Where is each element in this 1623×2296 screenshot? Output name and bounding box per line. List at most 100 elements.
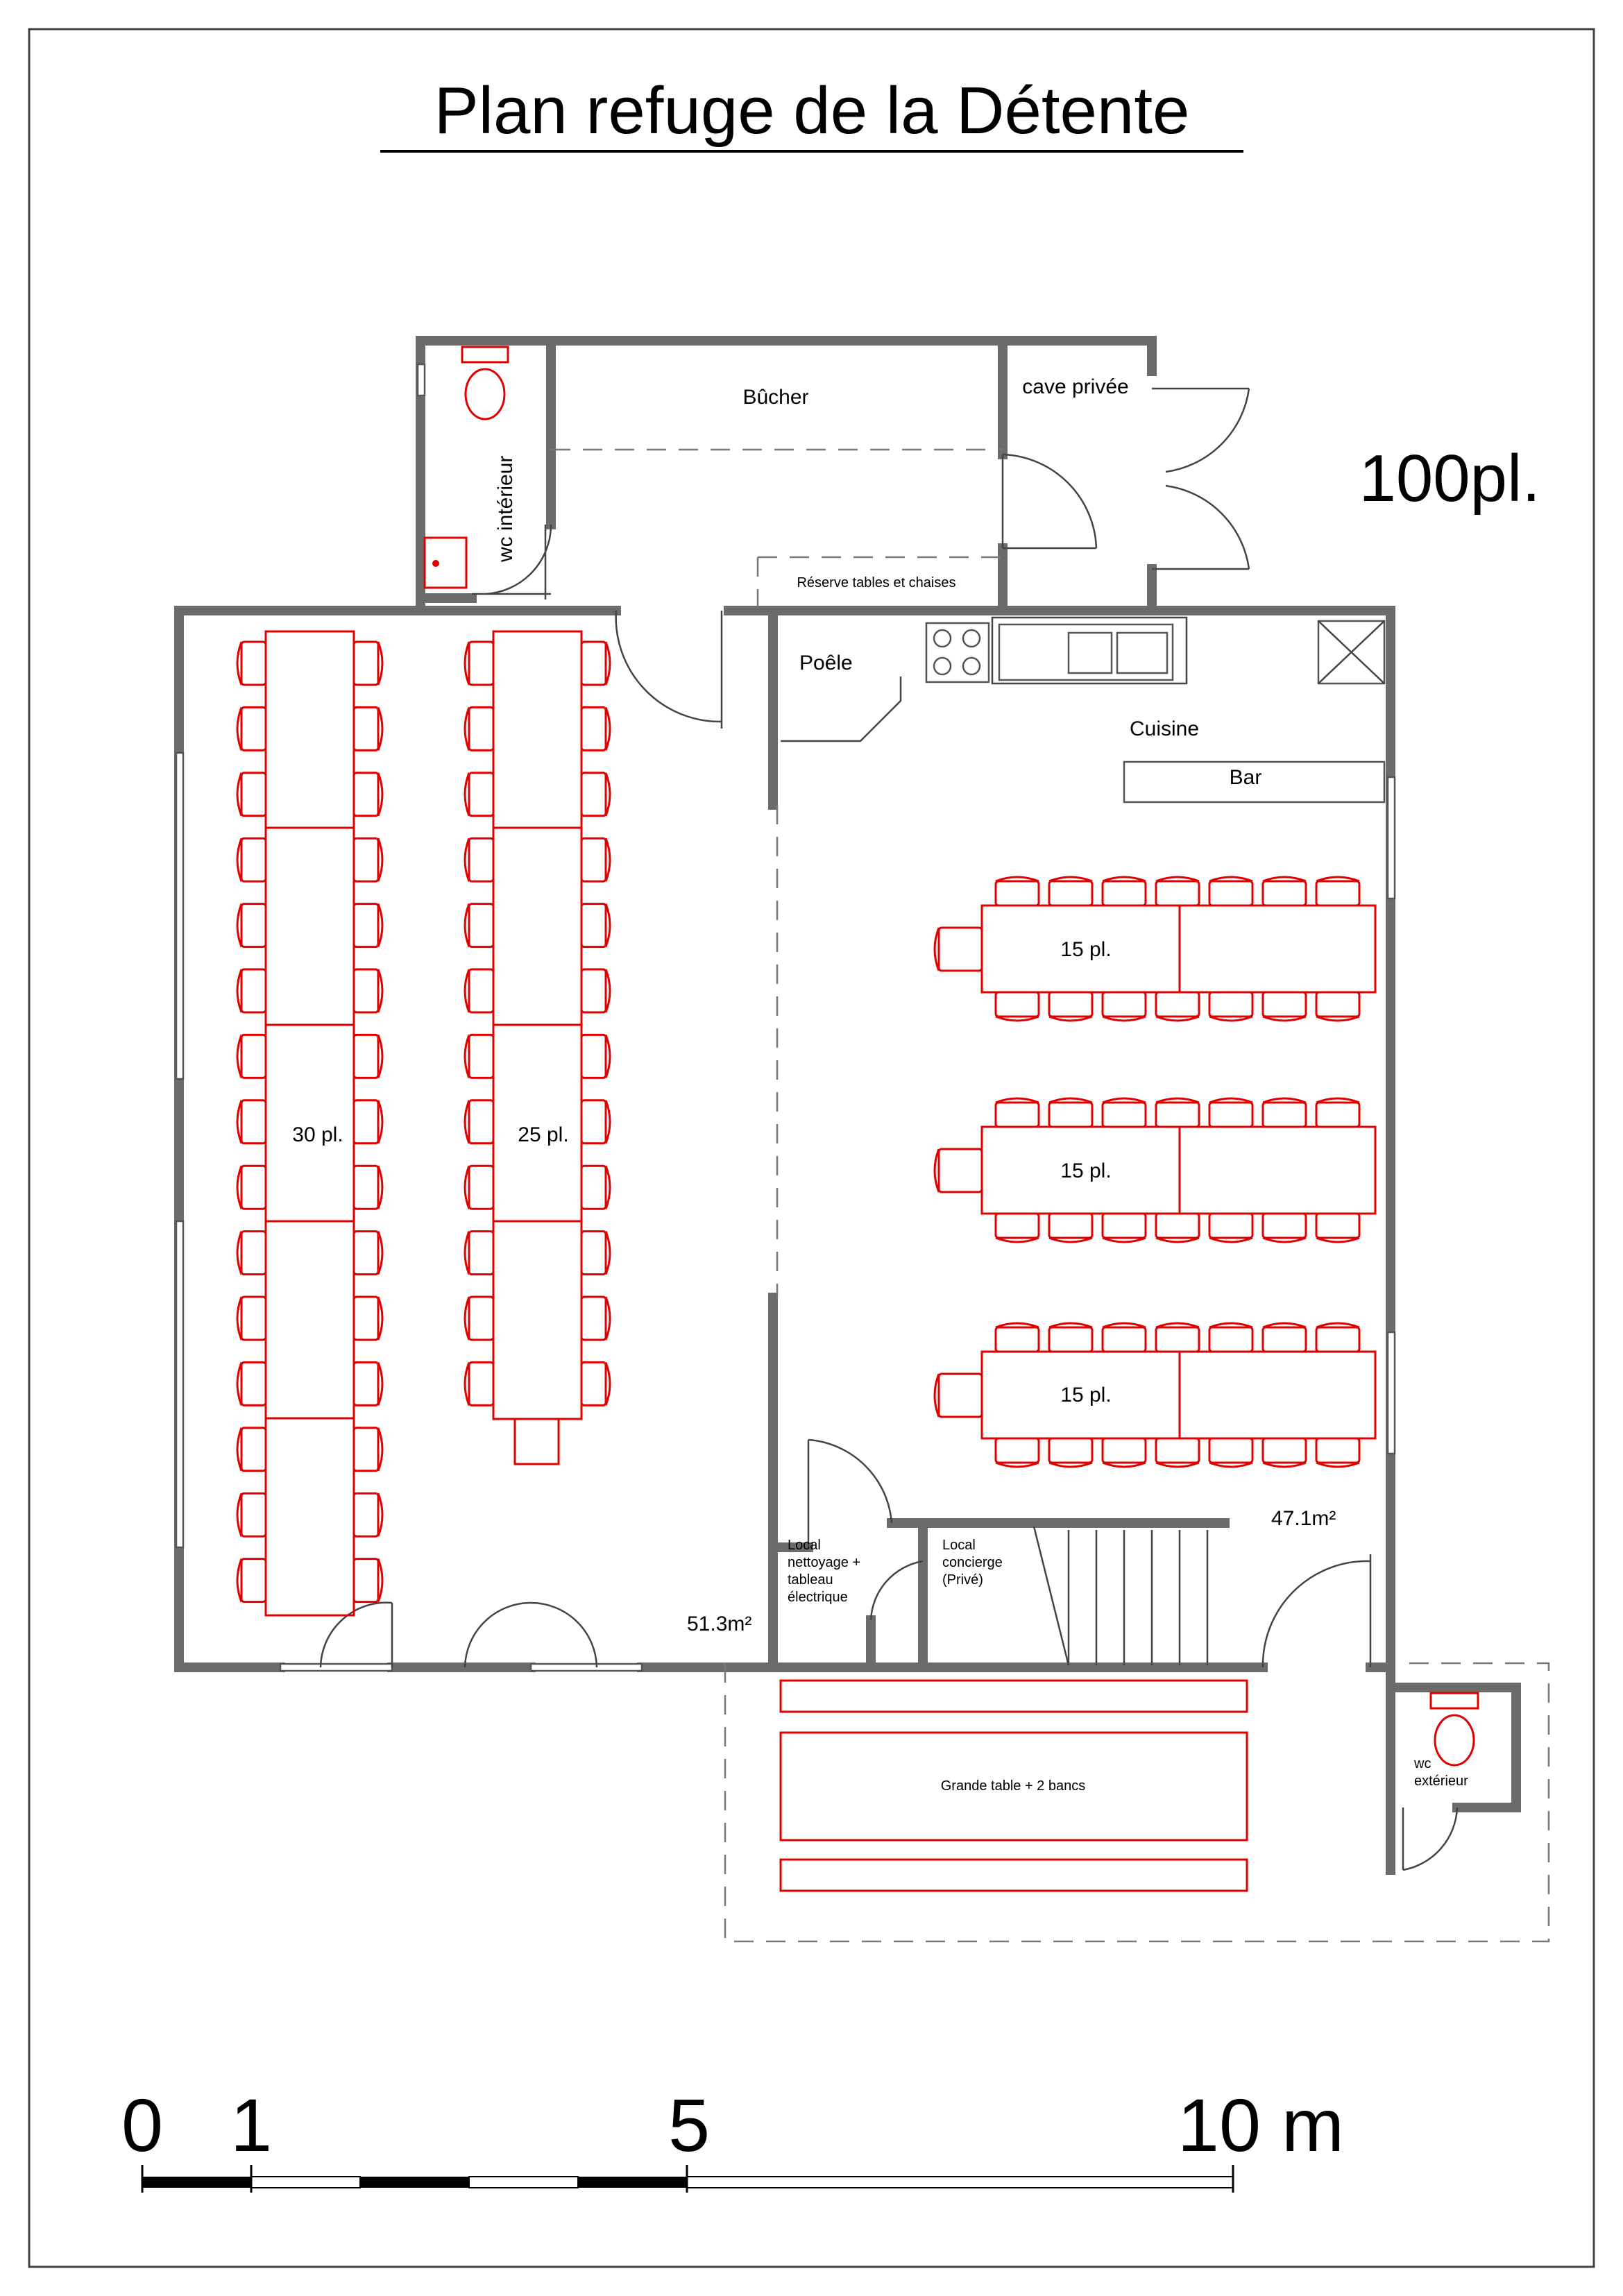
right-tables (980, 904, 1377, 1440)
scale-label-10m: 10 m (1178, 2083, 1344, 2167)
chair (236, 903, 267, 949)
label-cuisine: Cuisine (1130, 717, 1199, 740)
dashed-lines (551, 448, 1550, 1943)
chair (1261, 876, 1307, 907)
chair (352, 1295, 384, 1341)
chair (352, 1492, 384, 1538)
chair (352, 1099, 384, 1145)
chair (580, 837, 611, 883)
chair (1048, 876, 1094, 907)
chair (1048, 1437, 1094, 1468)
chair (464, 706, 495, 751)
chair (236, 837, 267, 883)
label-table-right-3: 15 pl. (1060, 1384, 1111, 1406)
chair (464, 837, 495, 883)
label-table-right-2: 15 pl. (1060, 1159, 1111, 1182)
bar-counter (1123, 760, 1386, 803)
chair (352, 837, 384, 883)
scale-bar: 0 1 5 10 m (121, 2083, 1344, 2193)
chair (1101, 876, 1147, 907)
chair (1208, 1097, 1254, 1128)
label-local-nettoyage: Local nettoyage + tableau électrique (788, 1538, 865, 1605)
chair (1208, 991, 1254, 1022)
chair (1315, 876, 1361, 907)
chair (994, 991, 1040, 1022)
label-local-concierge: Local concierge (Privé) (942, 1538, 1006, 1588)
chair (580, 968, 611, 1014)
poele-corner (781, 677, 902, 742)
label-table-right-1: 15 pl. (1060, 938, 1111, 961)
chair (1261, 1097, 1307, 1128)
label-poele: Poêle (799, 652, 853, 674)
chair (352, 968, 384, 1014)
chair (1315, 991, 1361, 1022)
chair (352, 1427, 384, 1472)
chair (1261, 1212, 1307, 1243)
label-table-left: 30 pl. (292, 1123, 343, 1146)
chair (580, 640, 611, 686)
chair (580, 1361, 611, 1406)
chair (1155, 1212, 1200, 1243)
chair (1101, 1322, 1147, 1353)
label-reserve: Réserve tables et chaises (797, 575, 955, 590)
terrasse-furniture (779, 1679, 1248, 1892)
chair (236, 1427, 267, 1472)
chair (236, 1164, 267, 1210)
chair (464, 772, 495, 817)
scale-label-0: 0 (121, 2083, 163, 2167)
label-bar: Bar (1230, 766, 1262, 789)
chair (580, 772, 611, 817)
chair (1315, 1097, 1361, 1128)
chair (352, 706, 384, 751)
stairs (1033, 1526, 1209, 1666)
terrasse-table (779, 1731, 1248, 1842)
kitchen-fixtures (925, 616, 1386, 803)
chair (352, 772, 384, 817)
chair (1155, 876, 1200, 907)
scale-label-5: 5 (668, 2083, 710, 2167)
chair (1155, 1437, 1200, 1468)
chair (464, 968, 495, 1014)
chair (236, 706, 267, 751)
chair (352, 1033, 384, 1079)
label-wc-exterieur: wc extérieur (1413, 1756, 1468, 1789)
chair (1155, 1097, 1200, 1128)
terrasse-bench-bottom (779, 1858, 1248, 1892)
chair (580, 1164, 611, 1210)
chair (1048, 991, 1094, 1022)
chair (236, 1230, 267, 1276)
chair (1208, 1212, 1254, 1243)
chair (236, 1558, 267, 1604)
room-labels: Bûcher cave privée wc intérieur Réserve … (494, 375, 1468, 1794)
chair (464, 640, 495, 686)
chair (1208, 1322, 1254, 1353)
chair (994, 1437, 1040, 1468)
chair (236, 1295, 267, 1341)
chair (236, 968, 267, 1014)
scale-label-1: 1 (230, 2083, 272, 2167)
label-cave: cave privée (1022, 375, 1128, 398)
chair (352, 1361, 384, 1406)
chair (580, 1099, 611, 1145)
chair (1048, 1097, 1094, 1128)
chair (933, 1148, 983, 1193)
chair (580, 1033, 611, 1079)
chair (464, 903, 495, 949)
chair (236, 1492, 267, 1538)
chair (352, 640, 384, 686)
chair (1101, 1097, 1147, 1128)
chair (1101, 991, 1147, 1022)
label-table-center: 25 pl. (518, 1123, 568, 1146)
label-bucher: Bûcher (742, 386, 808, 409)
chair (1315, 1322, 1361, 1353)
plan-title: Plan refuge de la Détente (434, 74, 1190, 148)
chair (580, 903, 611, 949)
table-labels: 30 pl. 25 pl. 15 pl. 15 pl. 15 pl. (292, 938, 1111, 1406)
chair (933, 926, 983, 972)
chair (1261, 991, 1307, 1022)
chair (1315, 1437, 1361, 1468)
chair (464, 1295, 495, 1341)
chair (1101, 1437, 1147, 1468)
chair (1155, 1322, 1200, 1353)
